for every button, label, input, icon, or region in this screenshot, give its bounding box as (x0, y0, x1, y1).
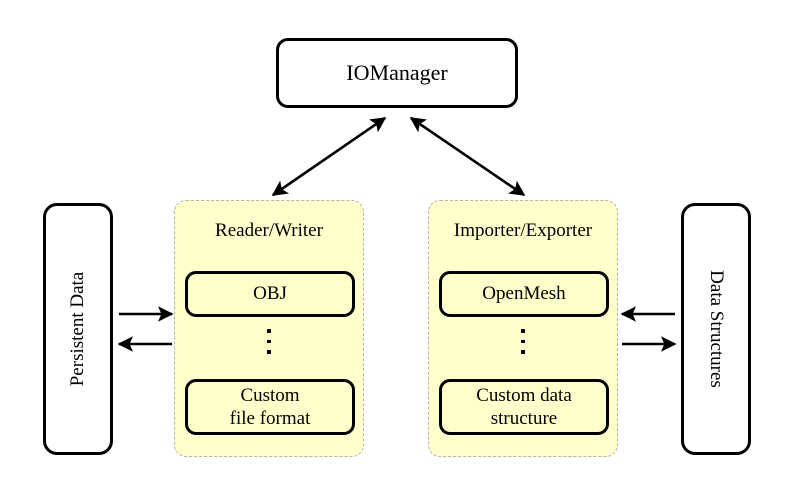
node-io-manager[interactable]: IOManager (276, 38, 518, 108)
node-custom-file-format-label-line2: file format (229, 408, 311, 429)
io-manager-label: IOManager (346, 60, 448, 86)
persistent-data-label: Persistent Data (67, 271, 88, 387)
panel-importer-exporter[interactable]: Importer/Exporter OpenMesh Custom data s… (428, 200, 618, 457)
node-custom-data-structure-label-line2: structure (490, 408, 558, 429)
data-structures-label: Data Structures (706, 270, 727, 388)
node-persistent-data[interactable]: Persistent Data (43, 203, 113, 455)
arrow-manager-reader-writer (271, 116, 387, 197)
node-custom-data-structure[interactable]: Custom data structure (439, 379, 609, 435)
panel-reader-writer-title: Reader/Writer (215, 220, 323, 241)
node-openmesh[interactable]: OpenMesh (439, 271, 609, 317)
panel-importer-exporter-title: Importer/Exporter (453, 220, 593, 241)
node-custom-file-format[interactable]: Custom file format (185, 379, 355, 435)
arrow-manager-importer-exporter (409, 116, 526, 197)
node-data-structures[interactable]: Data Structures (681, 203, 751, 455)
node-custom-file-format-label-line1: Custom (240, 384, 300, 406)
node-obj[interactable]: OBJ (185, 271, 355, 317)
ellipsis-importer-exporter (429, 329, 617, 354)
node-openmesh-label: OpenMesh (482, 283, 566, 305)
panel-reader-writer[interactable]: Reader/Writer OBJ Custom file format (174, 200, 364, 457)
ellipsis-reader-writer (175, 329, 363, 354)
node-custom-data-structure-label-line1: Custom data (476, 384, 572, 406)
node-obj-label: OBJ (253, 283, 287, 305)
